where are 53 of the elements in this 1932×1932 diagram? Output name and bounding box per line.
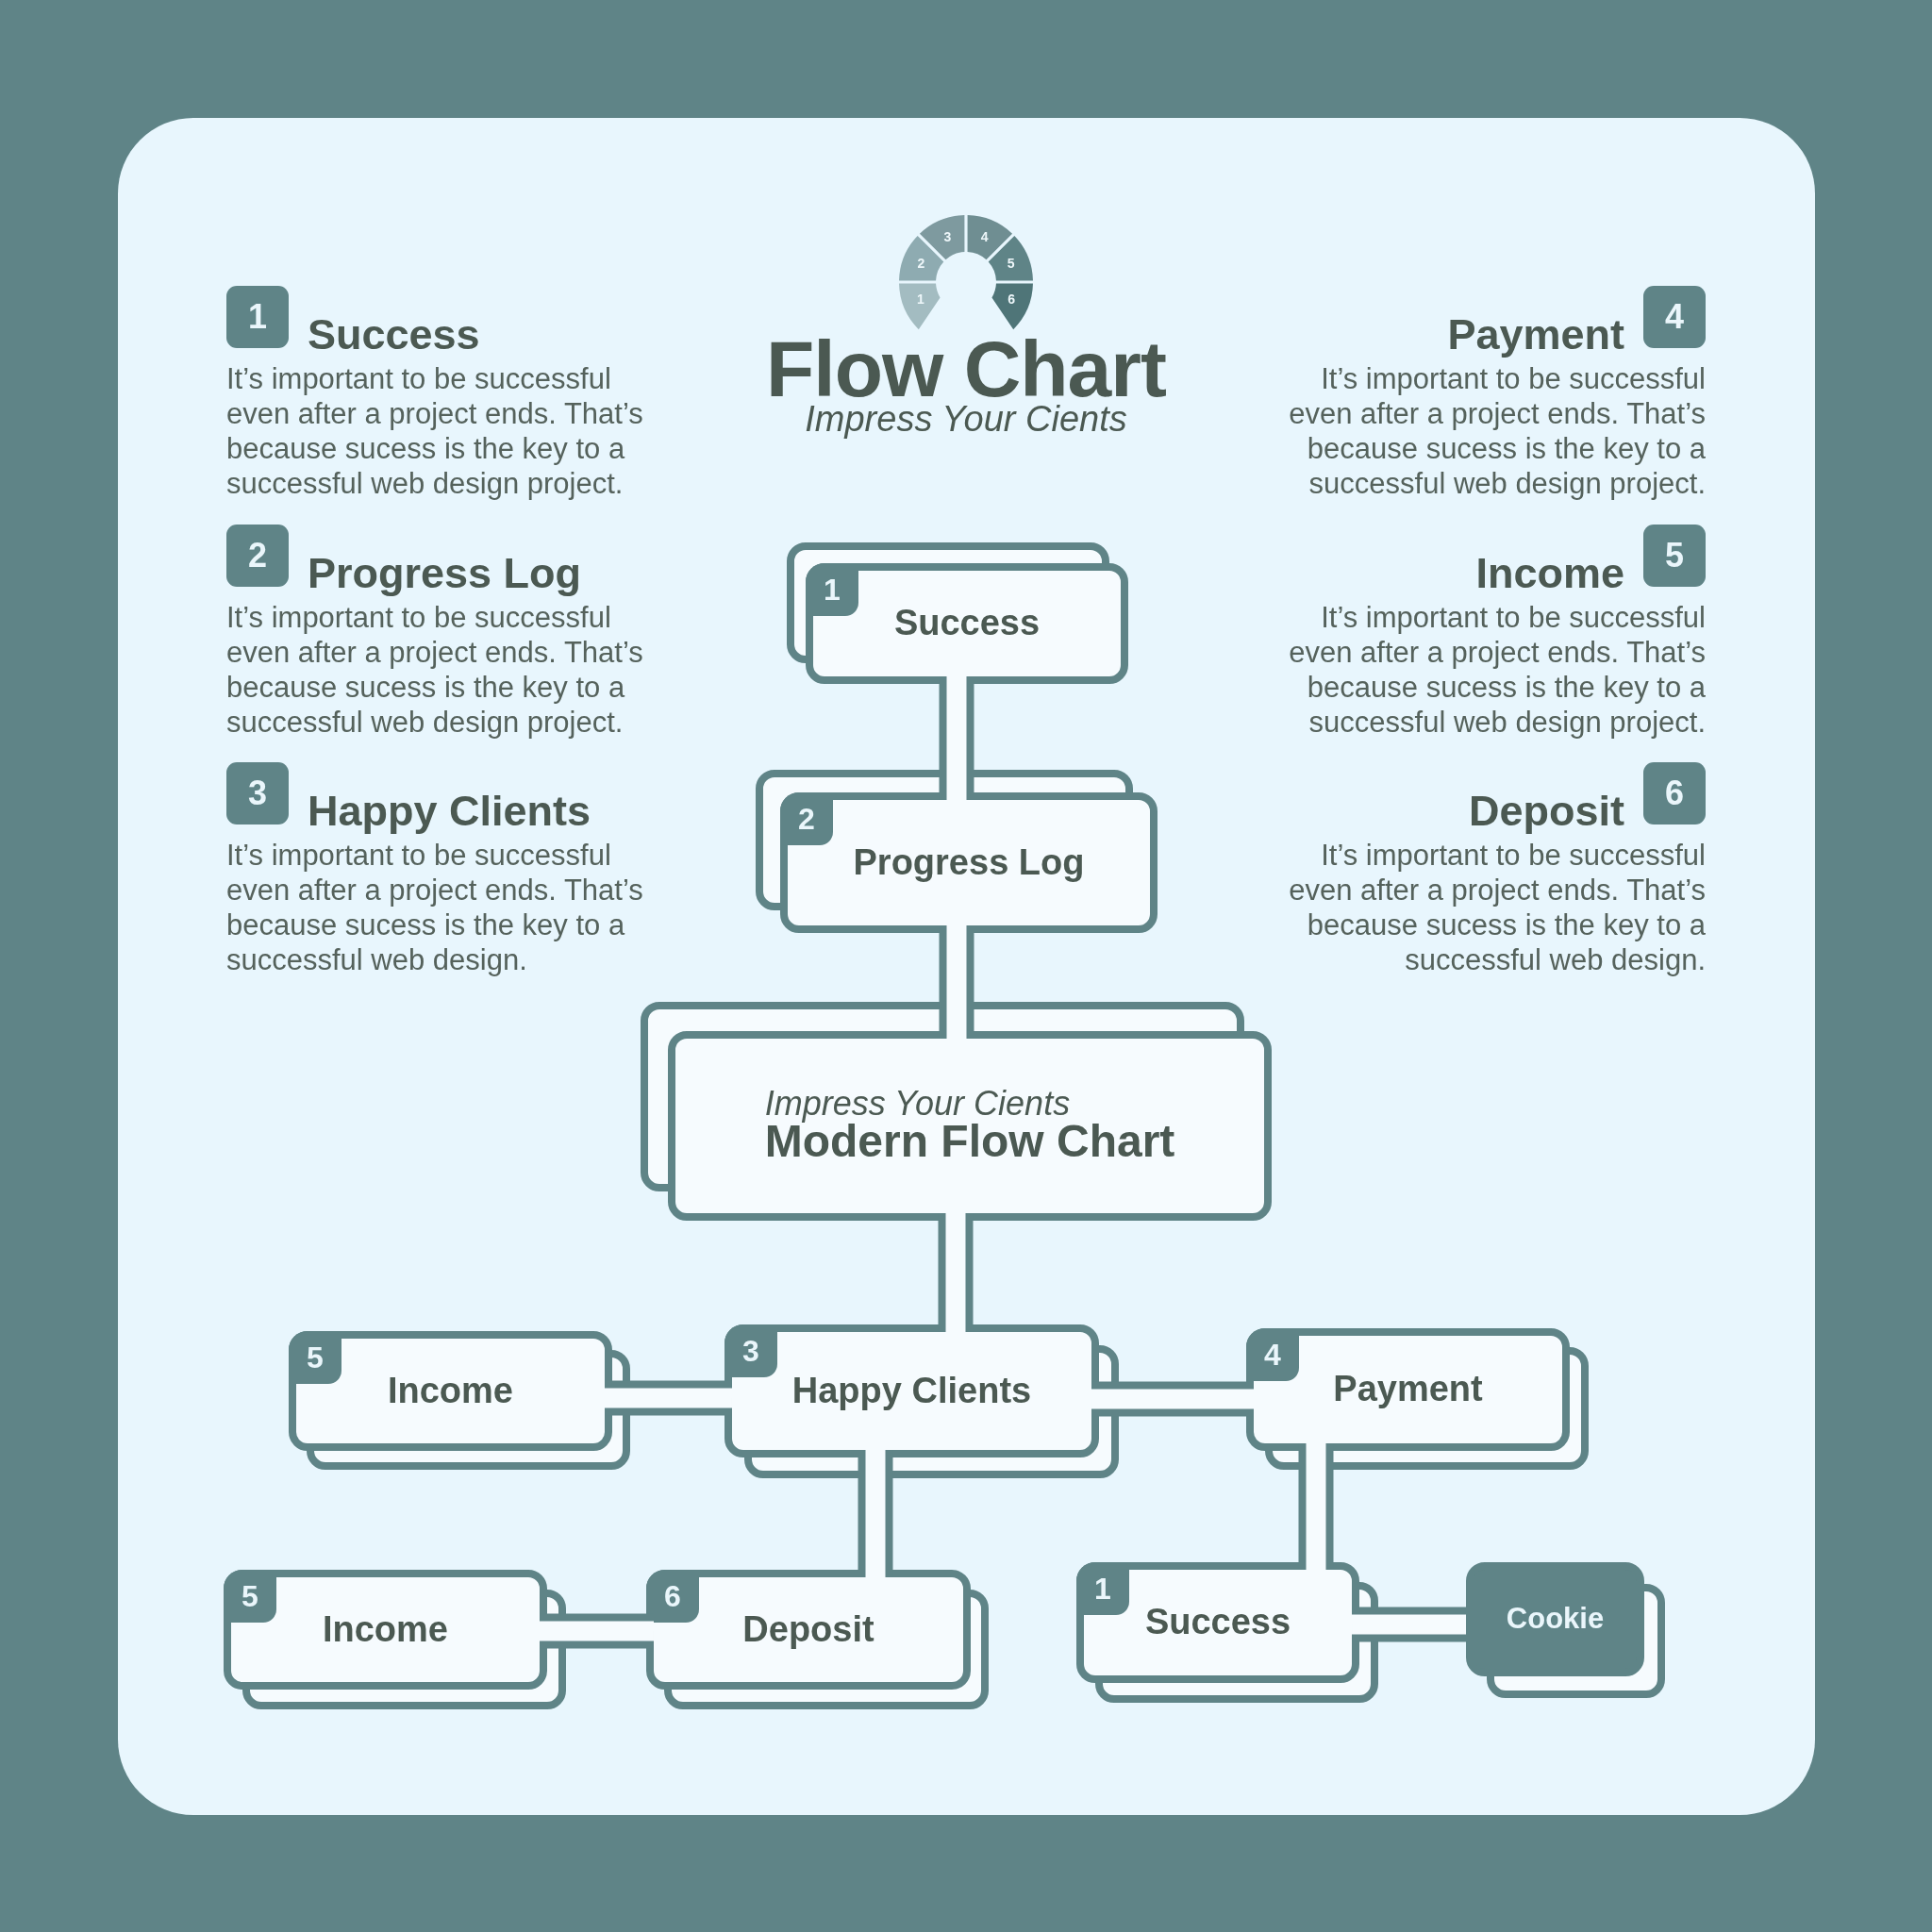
number-tab: 5: [289, 1331, 341, 1384]
number-badge: 3: [226, 762, 289, 824]
section-heading: Progress Log: [308, 552, 582, 594]
card-subtitle: Impress Your Cients: [764, 1085, 1071, 1123]
card-label: Cookie: [1506, 1603, 1605, 1636]
process-card: [1076, 1562, 1359, 1683]
card-label: Success: [893, 604, 1041, 643]
highlight-card: [1466, 1562, 1644, 1676]
number-tab: 1: [806, 563, 858, 616]
card-label: Happy Clients: [791, 1371, 1032, 1411]
number-tab: 6: [646, 1570, 699, 1623]
number-tab: 1: [1076, 1562, 1129, 1615]
card-label: Income: [387, 1371, 513, 1411]
section-description: It’s important to be successful even after a project ends. That’s because sucess is the key to a successful web design project.: [226, 361, 644, 501]
process-card: [668, 1031, 1272, 1221]
section-heading: Happy Clients: [308, 790, 591, 832]
number-badge: 4: [1643, 286, 1706, 348]
segment-number: 4: [980, 230, 989, 244]
section-heading: Deposit: [1469, 790, 1624, 832]
card-label: Payment: [1333, 1370, 1483, 1409]
process-card: [289, 1331, 612, 1451]
segment-number: 2: [917, 257, 925, 271]
section-description: It’s important to be successful even after a project ends. That’s because sucess is the key to a successful web design project.: [226, 600, 644, 740]
section-description: It’s important to be successful even after a project ends. That’s because sucess is the key to a successful web design project.: [1288, 600, 1706, 740]
number-badge: 1: [226, 286, 289, 348]
card-label: Progress Log: [853, 842, 1085, 883]
section-description: It’s important to be successful even after a project ends. That’s because sucess is the key to a successful web design.: [1288, 838, 1706, 977]
number-badge: 2: [226, 525, 289, 587]
chart-subtitle: Impress Your Cients: [805, 401, 1127, 437]
segment-number: 5: [1007, 257, 1015, 271]
number-tab: 3: [724, 1324, 777, 1377]
segment-number: 3: [943, 230, 952, 244]
section-heading: Income: [1475, 552, 1624, 594]
process-card: [646, 1570, 971, 1690]
section-heading: Success: [308, 313, 480, 356]
process-card: [724, 1324, 1099, 1457]
segment-number: 6: [1008, 292, 1015, 307]
process-card: [806, 563, 1128, 684]
number-badge: 6: [1643, 762, 1706, 824]
section-description: It’s important to be successful even after a project ends. That’s because sucess is the key to a successful web design project.: [1288, 361, 1706, 501]
number-badge: 5: [1643, 525, 1706, 587]
number-tab: 2: [780, 792, 833, 845]
card-label: Income: [322, 1609, 448, 1650]
card-label: Deposit: [742, 1609, 874, 1650]
process-card: [1246, 1328, 1570, 1451]
number-tab: 4: [1246, 1328, 1299, 1381]
section-description: It’s important to be successful even after a project ends. That’s because sucess is the key to a successful web design.: [226, 838, 644, 977]
number-tab: 5: [224, 1570, 276, 1623]
process-card: [780, 792, 1158, 933]
card-label: Success: [1144, 1603, 1291, 1642]
segment-number: 1: [917, 292, 924, 307]
section-heading: Payment: [1447, 313, 1624, 356]
process-card: [224, 1570, 547, 1690]
